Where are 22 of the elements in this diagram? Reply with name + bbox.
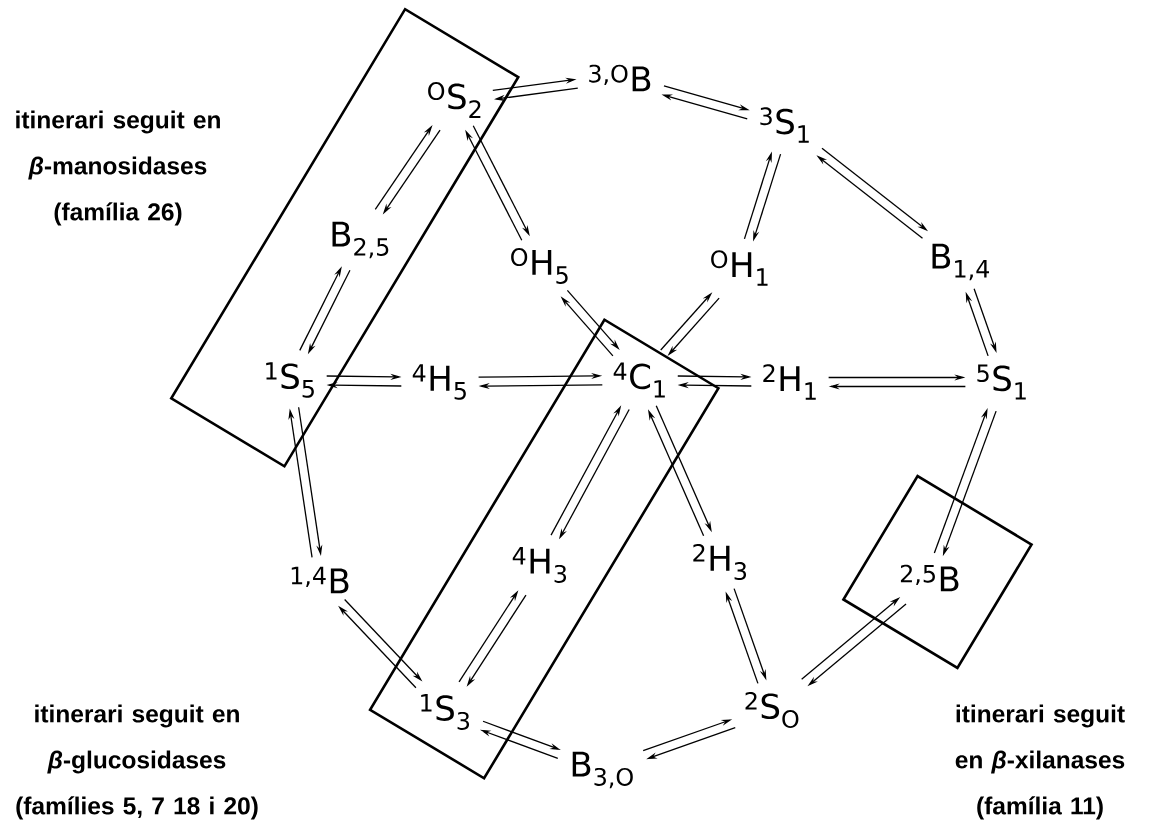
- conformation-label: $^{4}$H$_{5}$: [412, 364, 466, 400]
- pathway-caption: itinerari seguit en β-manosidases (família 26): [16, 110, 220, 226]
- conformation-label: $^{4}$C$_{1}$: [613, 362, 665, 398]
- pathway-caption: itinerari seguit en β-glucosidases (famílies 5, 7 18 i 20): [16, 704, 258, 820]
- conformation-label: $^{3,O}$B: [589, 64, 651, 92]
- conformation-label: $^{2}$S$_{O}$: [745, 691, 799, 729]
- conformation-label: $^{2}$H$_{3}$: [693, 543, 747, 581]
- conformation-label: $^{1,4}$B: [291, 566, 349, 594]
- conformation-label: $^{3}$S$_{1}$: [760, 107, 809, 143]
- conformation-label: $^{1}$S$_{5}$: [266, 362, 314, 398]
- pathway-caption: itinerari seguit en β-xilanases (família 11): [955, 704, 1125, 820]
- conformation-label: $^{2}$H$_{1}$: [763, 364, 816, 400]
- conformation-label: $^{5}$S$_{1}$: [977, 364, 1026, 400]
- conformation-label: $^{4}$H$_{3}$: [512, 547, 567, 583]
- conformation-label: B$_{3,O}$: [572, 751, 633, 789]
- conformation-label: $^{2,5}$B: [900, 564, 959, 592]
- conformation-label: B$_{2,5}$: [332, 221, 389, 259]
- conformation-label: B$_{1,4}$: [932, 243, 989, 281]
- conformation-label: $^{O}$S$_{2}$: [428, 82, 481, 118]
- conformation-label: $^{O}$H$_{5}$: [511, 248, 568, 284]
- conformation-label: $^{O}$H$_{1}$: [711, 250, 768, 286]
- conformation-label: $^{1}$S$_{3}$: [421, 694, 470, 730]
